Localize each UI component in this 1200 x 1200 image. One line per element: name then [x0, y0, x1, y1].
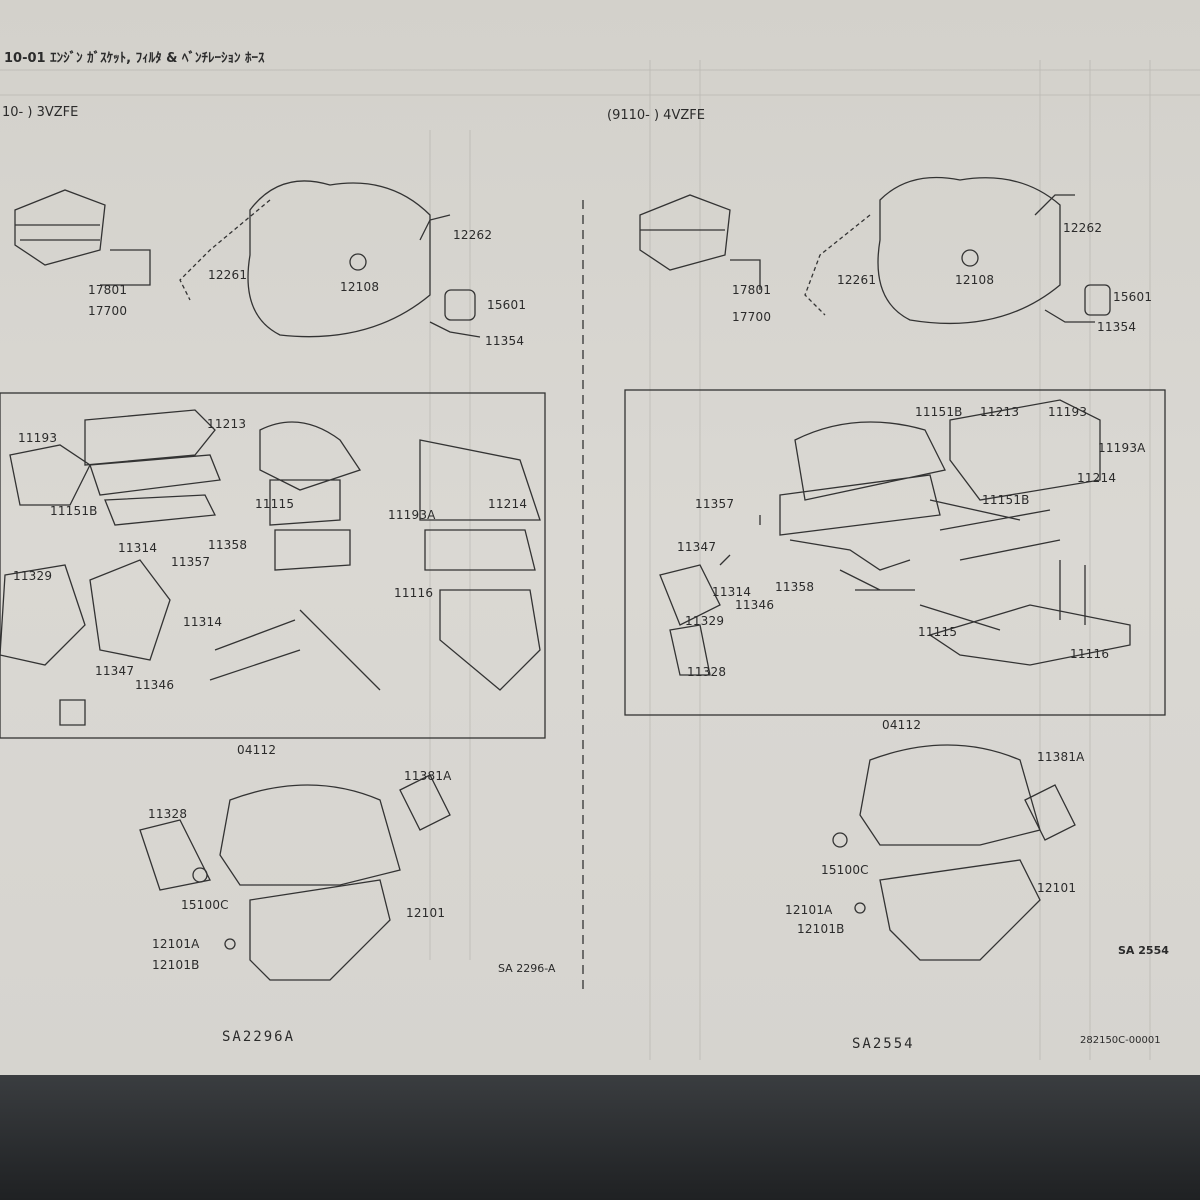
part-number-label: 11115 [918, 625, 958, 639]
oil-pan-gasket-right [859, 744, 1041, 846]
oil-pan-gasket-left [219, 784, 401, 886]
left-model-subtitle: 10- ) 3VZFE [2, 105, 79, 120]
air-cleaner-right [639, 194, 731, 271]
part-number-label: 11193 [1048, 405, 1088, 419]
air-cleaner-left [14, 189, 106, 266]
document-number: 282150C-00001 [1080, 1035, 1161, 1046]
part-number-label: 11193A [1098, 441, 1146, 455]
part-number-label: 15601 [1113, 290, 1153, 304]
part-number-label: 12101 [1037, 881, 1077, 895]
part-number-label: 17700 [732, 310, 772, 324]
part-number-label: 11346 [135, 678, 175, 692]
part-number-label: 04112 [237, 743, 277, 757]
oil-pan-left [249, 879, 391, 981]
part-number-label: 12101B [797, 922, 845, 936]
part-number-label: 11151B [982, 493, 1030, 507]
part-number-label: 04112 [882, 718, 922, 732]
part-number-label: 11115 [255, 497, 295, 511]
left-gasket-kit-box [0, 392, 546, 739]
part-number-label: 17700 [88, 304, 128, 318]
part-number-label: 11151B [915, 405, 963, 419]
head-gasket-right [919, 604, 1131, 666]
part-number-label: 11354 [485, 334, 525, 348]
part-number-label: 11151B [50, 504, 98, 518]
part-number-label: 11357 [171, 555, 211, 569]
part-number-label: 11214 [1077, 471, 1117, 485]
part-number-label: 12101B [152, 958, 200, 972]
part-number-label: 11116 [1070, 647, 1110, 661]
part-number-label: 11116 [394, 586, 434, 600]
part-number-label: 11314 [118, 541, 158, 555]
part-number-label: 11381A [404, 769, 452, 783]
part-number-label: 12108 [340, 280, 380, 294]
part-number-label: 11329 [13, 569, 53, 583]
part-number-label: 11213 [207, 417, 247, 431]
right-gasket-kit-box [624, 389, 1166, 716]
engine-left [247, 180, 431, 338]
part-number-label: 11347 [95, 664, 135, 678]
right-figure-code: SA2554 [852, 1036, 915, 1052]
part-number-label: 11314 [712, 585, 752, 599]
part-number-label: 11357 [695, 497, 735, 511]
part-number-label: 15601 [487, 298, 527, 312]
part-number-label: 11358 [208, 538, 248, 552]
left-figure-code: SA2296A [222, 1029, 296, 1045]
part-number-label: 15100C [821, 863, 869, 877]
part-number-label: 11346 [735, 598, 775, 612]
part-number-label: 11314 [183, 615, 223, 629]
table-surface [0, 1075, 1200, 1200]
intake-gaskets-right [779, 421, 946, 536]
part-number-label: 12262 [1063, 221, 1103, 235]
part-number-label: 12262 [453, 228, 493, 242]
valve-cover-gaskets-left [84, 409, 221, 526]
part-number-label: 12101 [406, 906, 446, 920]
part-number-label: 12101A [785, 903, 833, 917]
part-number-label: 15100C [181, 898, 229, 912]
part-number-label: 11347 [677, 540, 717, 554]
part-number-label: 11213 [980, 405, 1020, 419]
part-number-label: 17801 [732, 283, 772, 297]
part-number-label: 11381A [1037, 750, 1085, 764]
part-number-label: 11193 [18, 431, 58, 445]
part-number-label: 11193A [388, 508, 436, 522]
part-number-label: 11328 [687, 665, 727, 679]
part-number-label: 11328 [148, 807, 188, 821]
part-number-label: 12108 [955, 273, 995, 287]
timing-cover-left [0, 564, 86, 666]
right-figure-ref: SA 2554 [1118, 944, 1169, 957]
part-number-label: 11329 [685, 614, 725, 628]
part-number-label: 12261 [208, 268, 248, 282]
valve-cover-right [949, 399, 1101, 501]
left-figure-ref: SA 2296-A [498, 962, 556, 975]
oil-pan-right [879, 859, 1041, 961]
right-model-subtitle: (9110- ) 4VZFE [607, 108, 705, 123]
part-number-label: 12261 [837, 273, 877, 287]
part-number-label: 17801 [88, 283, 128, 297]
part-number-label: 11214 [488, 497, 528, 511]
section-title: 10-01 ｴﾝｼﾞﾝ ｶﾞｽｹｯﾄ, ﾌｨﾙﾀ & ﾍﾞﾝﾁﾚｰｼｮﾝ ﾎｰｽ [4, 51, 265, 66]
part-number-label: 11358 [775, 580, 815, 594]
part-number-label: 12101A [152, 937, 200, 951]
part-number-label: 11354 [1097, 320, 1137, 334]
engine-right [877, 176, 1061, 325]
